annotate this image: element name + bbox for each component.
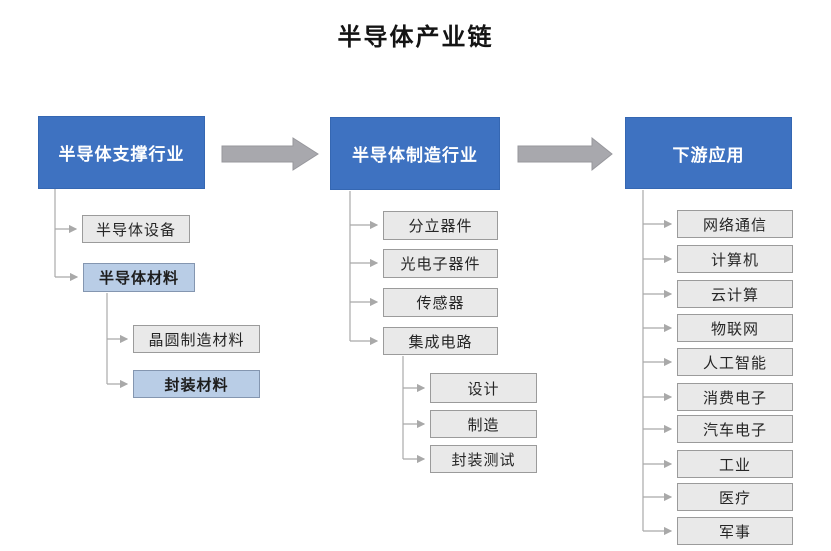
node-sensors: 传感器 — [383, 288, 498, 317]
node-semiconductor-materials: 半导体材料 — [83, 263, 195, 292]
node-artificial-intelligence: 人工智能 — [677, 348, 793, 376]
node-integrated-circuits: 集成电路 — [383, 327, 498, 355]
node-network-communication: 网络通信 — [677, 210, 793, 238]
header-supporting-industry: 半导体支撑行业 — [38, 116, 205, 189]
node-ic-manufacturing: 制造 — [430, 410, 537, 438]
node-optoelectronic-devices: 光电子器件 — [383, 249, 498, 278]
node-consumer-electronics: 消费电子 — [677, 383, 793, 411]
node-ic-design: 设计 — [430, 373, 537, 403]
node-computer: 计算机 — [677, 245, 793, 273]
node-cloud-computing: 云计算 — [677, 280, 793, 308]
node-ic-packaging-testing: 封装测试 — [430, 445, 537, 473]
diagram-title: 半导体产业链 — [337, 24, 494, 51]
header-downstream-applications: 下游应用 — [625, 117, 792, 189]
node-industrial: 工业 — [677, 450, 793, 478]
node-semiconductor-equipment: 半导体设备 — [82, 215, 190, 243]
node-discrete-devices: 分立器件 — [383, 211, 498, 240]
node-medical: 医疗 — [677, 483, 793, 511]
block-arrow-right-icon — [221, 137, 319, 171]
node-packaging-materials: 封装材料 — [133, 370, 260, 398]
node-military: 军事 — [677, 517, 793, 545]
node-wafer-manufacturing-materials: 晶圆制造材料 — [133, 325, 260, 353]
block-arrow-right-icon — [517, 136, 613, 172]
node-automotive-electronics: 汽车电子 — [677, 415, 793, 443]
node-iot: 物联网 — [677, 314, 793, 342]
header-manufacturing-industry: 半导体制造行业 — [330, 117, 500, 190]
